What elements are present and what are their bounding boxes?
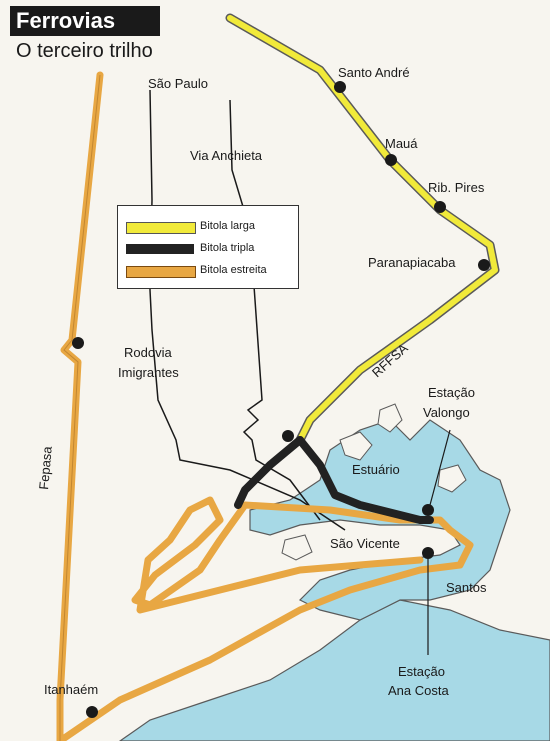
label-maua: Mauá <box>385 136 418 151</box>
label-via-anchieta: Via Anchieta <box>190 148 263 163</box>
dot-fepasa <box>72 337 84 349</box>
label-rib-pires: Rib. Pires <box>428 180 485 195</box>
station-dots <box>72 81 490 718</box>
dot-paranapiacaba <box>478 259 490 271</box>
label-estacao-valongo-1: Estação <box>428 385 475 400</box>
label-estuario: Estuário <box>352 462 400 477</box>
leader-valongo <box>429 429 451 506</box>
island-4 <box>281 534 313 561</box>
narrow-gauge-outline <box>59 74 101 741</box>
triple-gauge-track-2 <box>296 436 434 524</box>
map-labels: Santo André Mauá Rib. Pires Paranapiacab… <box>36 65 487 698</box>
coastal-narrow-line <box>56 496 474 741</box>
broad-gauge-fill <box>227 15 498 443</box>
dot-valongo <box>422 504 434 516</box>
label-itanhaem: Itanhaém <box>44 682 98 697</box>
leader-lines <box>427 429 451 655</box>
island-3 <box>437 464 467 493</box>
narrow-gauge-lines <box>56 71 474 741</box>
legend-swatch-narrow <box>126 266 196 278</box>
label-santo-andre: Santo André <box>338 65 410 80</box>
map-subtitle: O terceiro trilho <box>16 40 153 62</box>
legend-swatch-broad <box>126 222 196 234</box>
label-estacao-valongo-2: Valongo <box>423 405 470 420</box>
dot-rib-pires <box>434 201 446 213</box>
legend-label-broad: Bitola larga <box>200 220 256 232</box>
title-bar <box>10 6 160 36</box>
dot-santo-andre <box>334 81 346 93</box>
triple-gauge-line <box>234 436 434 524</box>
broad-gauge-line <box>225 13 500 445</box>
triple-gauge-track <box>234 436 304 509</box>
legend-swatch-triple <box>126 244 194 254</box>
fepasa-outline <box>59 74 101 741</box>
legend-label-narrow: Bitola estreita <box>200 264 267 276</box>
legend-label-triple: Bitola tripla <box>200 242 255 254</box>
label-paranapiacaba: Paranapiacaba <box>368 255 456 270</box>
label-sao-vicente: São Vicente <box>330 536 400 551</box>
dot-maua <box>385 154 397 166</box>
island-1 <box>339 431 373 461</box>
water-area <box>118 403 550 741</box>
island-2 <box>377 403 403 433</box>
label-estacao-ana-2: Ana Costa <box>388 683 449 698</box>
dot-itanhaem <box>86 706 98 718</box>
label-rodovia: Rodovia <box>124 345 172 360</box>
fepasa-line <box>56 71 104 741</box>
label-imigrantes: Imigrantes <box>118 365 179 380</box>
map-title: Ferrovias <box>16 8 116 33</box>
label-santos: Santos <box>446 580 487 595</box>
label-estacao-ana-1: Estação <box>398 664 445 679</box>
dot-ana-costa <box>422 547 434 559</box>
dot-junction <box>282 430 294 442</box>
legend: Bitola larga Bitola tripla Bitola estrei… <box>117 205 299 289</box>
label-sao-paulo: São Paulo <box>148 76 208 91</box>
label-fepasa: Fepasa <box>36 445 55 490</box>
